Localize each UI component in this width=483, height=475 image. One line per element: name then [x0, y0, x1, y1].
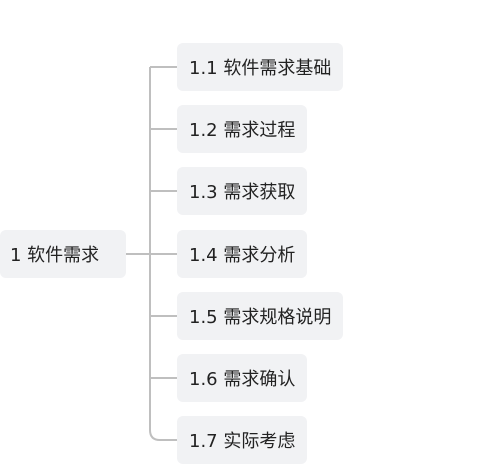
- child-node-1-2[interactable]: 1.2 需求过程: [177, 105, 308, 153]
- child-node-label: 1.4 需求分析: [189, 245, 296, 266]
- branch-connector-7: [149, 429, 177, 441]
- child-node-1-3[interactable]: 1.3 需求获取: [177, 167, 308, 215]
- root-node[interactable]: 1 软件需求: [0, 230, 126, 278]
- child-node-label: 1.5 需求规格说明: [189, 307, 332, 328]
- child-node-1-7[interactable]: 1.7 实际考虑: [177, 416, 308, 464]
- child-node-1-1[interactable]: 1.1 软件需求基础: [177, 43, 344, 91]
- child-node-label: 1.2 需求过程: [189, 120, 296, 141]
- child-node-1-5[interactable]: 1.5 需求规格说明: [177, 292, 344, 340]
- child-node-1-6[interactable]: 1.6 需求确认: [177, 354, 308, 402]
- child-node-label: 1.6 需求确认: [189, 369, 296, 390]
- child-node-label: 1.1 软件需求基础: [189, 58, 332, 79]
- child-node-label: 1.7 实际考虑: [189, 431, 296, 452]
- root-node-label: 1 软件需求: [10, 245, 100, 266]
- child-node-label: 1.3 需求获取: [189, 182, 296, 203]
- child-node-1-4[interactable]: 1.4 需求分析: [177, 230, 308, 278]
